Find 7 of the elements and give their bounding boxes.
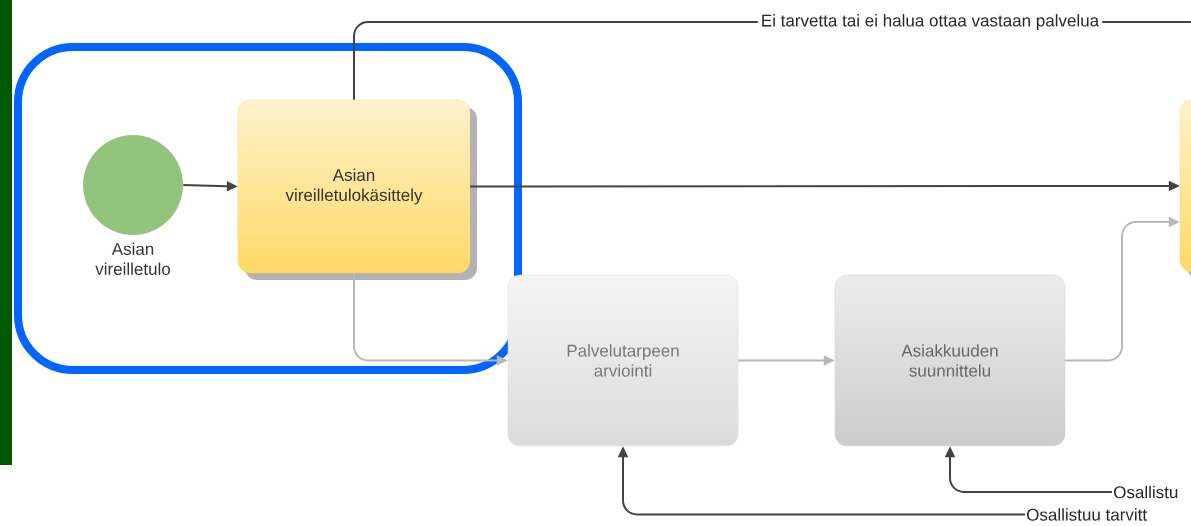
edge-label: Ei tarvetta tai ei halua ottaa vastaan palvelua: [757, 11, 1103, 33]
annotation-text: Osallistuu tarvitt: [1025, 507, 1149, 522]
process-box: Asian vireilletulokäsittely: [237, 99, 477, 280]
process-box: Asiakkuuden suunnittelu: [834, 274, 1066, 447]
node-label: Asian vireilletulo: [95, 242, 171, 276]
highlight-frame: [14, 43, 522, 374]
process-box: Palvelutarpeen arviointi: [507, 274, 739, 447]
